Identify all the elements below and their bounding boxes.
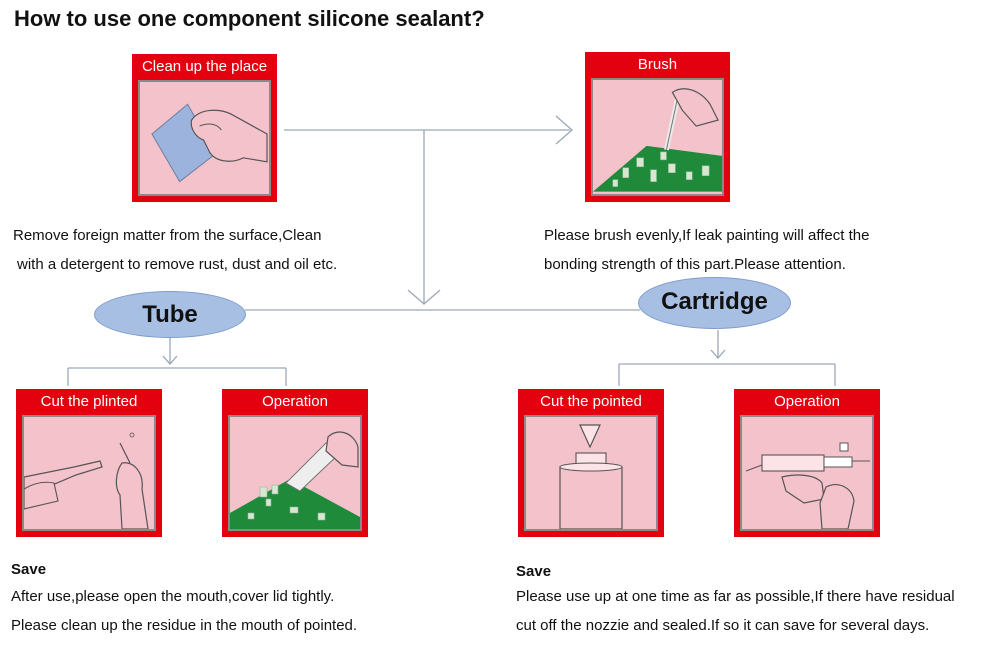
brush-board-icon	[593, 88, 722, 192]
tube-cut-card: Cut the plinted	[16, 389, 162, 537]
clean-desc-line2: with a detergent to remove rust, dust an…	[17, 256, 338, 273]
cartridge-operation-card: Operation	[734, 389, 880, 537]
wipe-hand-icon	[151, 103, 268, 183]
cartridge-save-text: Please use up at one time as far as poss…	[516, 582, 955, 640]
clean-desc-line1: Remove foreign matter from the surface,C…	[13, 227, 322, 244]
tube-label: Tube	[94, 291, 246, 338]
cartridge-save-line2: cut off the nozzie and sealed.If so it c…	[516, 617, 930, 634]
tube-cut-illustration	[22, 415, 156, 531]
cartridge-save-title: Save	[516, 563, 552, 580]
step-clean-card: Clean up the place	[132, 54, 277, 202]
page-title: How to use one component silicone sealan…	[14, 6, 485, 31]
cartridge-op-caption: Operation	[774, 393, 840, 410]
brush-desc-line1: Please brush evenly,If leak painting wil…	[544, 227, 870, 244]
step-brush-card: Brush	[585, 52, 730, 202]
cartridge-save-line1: Please use up at one time as far as poss…	[516, 588, 955, 605]
tube-op-illustration	[228, 415, 362, 531]
tube-op-caption: Operation	[262, 393, 328, 410]
caulk-gun-icon	[745, 442, 870, 529]
tube-cut-caption: Cut the plinted	[40, 393, 138, 410]
step-brush-caption: Brush	[637, 56, 678, 73]
clean-description: Remove foreign matter from the surface,C…	[13, 221, 337, 279]
tube-operation-card: Operation	[222, 389, 368, 537]
brush-description: Please brush evenly,If leak painting wil…	[544, 221, 869, 279]
tube-save-line2: Please clean up the residue in the mouth…	[11, 617, 358, 634]
brush-illustration	[591, 78, 724, 196]
clean-illustration	[138, 80, 271, 196]
cartridge-cut-caption: Cut the pointed	[540, 393, 642, 410]
cartridge-cut-illustration	[524, 415, 658, 531]
cartridge-cut-card: Cut the pointed	[518, 389, 664, 537]
tube-save-line1: After use,please open the mouth,cover li…	[11, 588, 335, 605]
tube-save-text: After use,please open the mouth,cover li…	[11, 582, 357, 640]
tube-knife-icon	[24, 432, 149, 529]
brush-desc-line2: bonding strength of this part.Please att…	[544, 256, 846, 273]
tube-save-title: Save	[11, 561, 47, 578]
tube-apply-icon	[230, 431, 360, 529]
cartridge-op-illustration	[740, 415, 874, 531]
step-clean-caption: Clean up the place	[141, 58, 268, 75]
cartridge-label: Cartridge	[638, 277, 791, 329]
cartridge-nozzle-icon	[559, 424, 623, 529]
